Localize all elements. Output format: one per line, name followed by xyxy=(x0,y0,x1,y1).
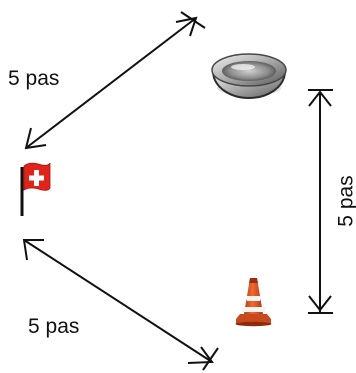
arrow-flag-to-cone xyxy=(22,239,219,371)
distance-label-top: 5 pas xyxy=(8,67,60,90)
arrow-bowl-to-cone xyxy=(308,89,333,314)
distance-label-right: 5 pas xyxy=(334,175,356,227)
swiss-flag-icon xyxy=(20,162,51,216)
distance-label-bottom: 5 pas xyxy=(28,315,80,338)
metal-bowl-icon xyxy=(211,53,287,100)
arrow-flag-to-bowl xyxy=(24,11,206,150)
traffic-cone-icon xyxy=(235,278,272,327)
